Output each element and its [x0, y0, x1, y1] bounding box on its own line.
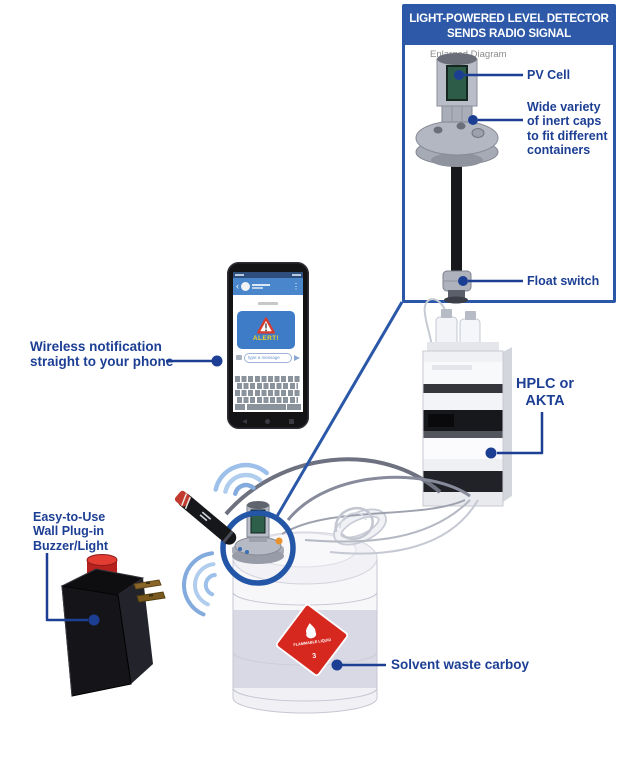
solvent-waste-carboy: FLAMMABLE LIQUID 3: [232, 508, 387, 714]
inert-caps-label: Wide variety of inert caps to fit differ…: [527, 100, 608, 157]
keyboard-row: [235, 376, 301, 382]
bottle-tubing: [423, 298, 446, 352]
level-detector-on-carboy: [220, 501, 296, 586]
keyboard-bottom-row: [235, 404, 301, 410]
wireless-notification-label: Wireless notification straight to your p…: [30, 339, 174, 370]
hazard-text: FLAMMABLE LIQUID: [293, 638, 331, 647]
highlight-circle: [220, 510, 296, 586]
hplc-instrument: [422, 298, 512, 507]
flammable-liquid-placard: FLAMMABLE LIQUID 3: [275, 603, 349, 677]
phone-app-bar: ‹ ⋮: [233, 278, 303, 295]
phone-status-bar: [233, 272, 303, 278]
timestamp-divider: [258, 302, 278, 305]
hazard-class-number: 3: [312, 653, 317, 660]
level-detector-enlarged-illustration: [415, 53, 499, 304]
buzzer-label: Easy-to-Use Wall Plug-in Buzzer/Light: [33, 510, 108, 553]
nav-back-icon: [242, 419, 248, 424]
menu-dots-icon: ⋮: [292, 281, 300, 291]
nav-recent-icon: [288, 419, 294, 424]
panel-title: LIGHT-POWERED LEVEL DETECTOR SENDS RADIO…: [405, 7, 613, 45]
send-icon: [294, 354, 300, 361]
contact-name: [252, 283, 270, 290]
keyboard-row: [237, 383, 298, 389]
enlarged-diagram-connector-line: [274, 301, 404, 519]
carboy-handle: [333, 508, 387, 546]
callout-lines: [45, 70, 544, 671]
plug-prong: [136, 591, 166, 603]
wifi-signal-icon: [213, 462, 269, 496]
phone-keyboard: [233, 376, 303, 412]
alert-message-bubble: ALERT!: [237, 310, 295, 349]
message-input-row: type a message: [236, 352, 300, 363]
float-switch-label: Float switch: [527, 274, 600, 288]
antenna: [174, 490, 237, 545]
message-placeholder: type a message: [248, 355, 280, 360]
buzzer-light-box: [60, 554, 166, 697]
carboy-label: Solvent waste carboy: [391, 657, 530, 672]
nav-home-icon: [265, 419, 271, 424]
warning-triangle-icon: [257, 317, 275, 334]
hplc-label: HPLC or AKTA: [516, 376, 574, 409]
plug-prong: [133, 579, 162, 590]
keyboard-row: [237, 397, 298, 403]
message-input: type a message: [244, 352, 292, 363]
flame-icon: [306, 623, 317, 639]
smartphone: ‹ ⋮ ALERT! type a message: [227, 262, 309, 429]
phone-nav-bar: [233, 417, 303, 426]
wifi-signal-icon: [182, 551, 217, 617]
pv-cell-label: PV Cell: [527, 68, 571, 82]
camera-icon: [236, 355, 242, 360]
back-arrow-icon: ‹: [236, 281, 239, 291]
alert-text: ALERT!: [252, 335, 280, 342]
phone-screen: ‹ ⋮ ALERT! type a message: [233, 272, 303, 412]
avatar: [241, 282, 250, 291]
tubing-bundle: [224, 457, 479, 555]
keyboard-row: [235, 390, 301, 396]
